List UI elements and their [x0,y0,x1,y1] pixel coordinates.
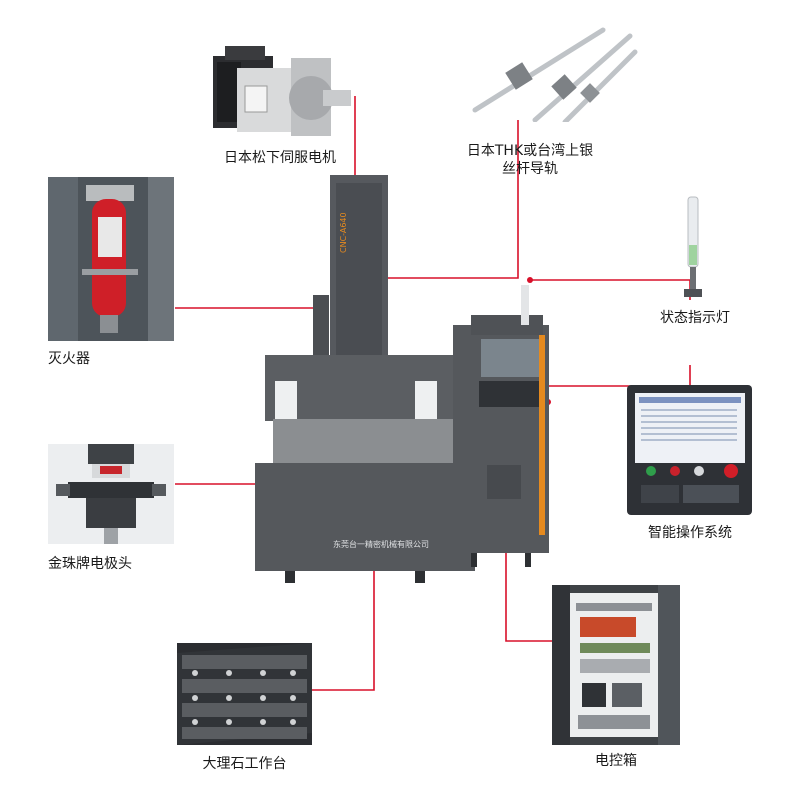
edm-machine-icon [255,175,549,583]
label-marble-table: 大理石工作台 [202,756,287,772]
ball-screw-icon [472,27,638,122]
control-cabinet-icon [552,585,680,745]
label-ball-screw-line2: 丝杆导轨 [502,161,558,177]
status-light-icon [684,196,702,297]
ball-screw-image [465,22,640,122]
electrode-head-image [48,444,174,544]
machine-base-text: 东莞台一精密机械有限公司 [333,540,429,549]
edm-machine-image: CNC-A640 东莞台一精密机械有限公司 [255,175,555,590]
electrode-head-icon [56,444,166,544]
control-panel-image [627,385,752,515]
label-electrode-head: 金珠牌电极头 [48,556,132,572]
label-control-system: 智能操作系统 [648,525,732,541]
control-cabinet-image [552,585,680,745]
fire-extinguisher-icon [48,177,174,341]
machine-model-badge: CNC-A640 [339,212,348,253]
label-control-cabinet: 电控箱 [595,753,637,769]
label-status-light: 状态指示灯 [660,310,730,326]
status-light-image [678,195,708,300]
label-servo-motor: 日本松下伺服电机 [224,150,336,166]
marble-table-icon [177,643,312,745]
label-fire-extinguisher: 灭火器 [48,351,90,367]
fire-extinguisher-image [48,177,174,341]
servo-motor-icon [213,46,351,136]
label-ball-screw-line1: 日本THK或台湾上银 [466,143,594,159]
servo-motor-image [205,38,355,143]
control-panel-icon [635,393,745,503]
marble-table-image [177,643,312,745]
